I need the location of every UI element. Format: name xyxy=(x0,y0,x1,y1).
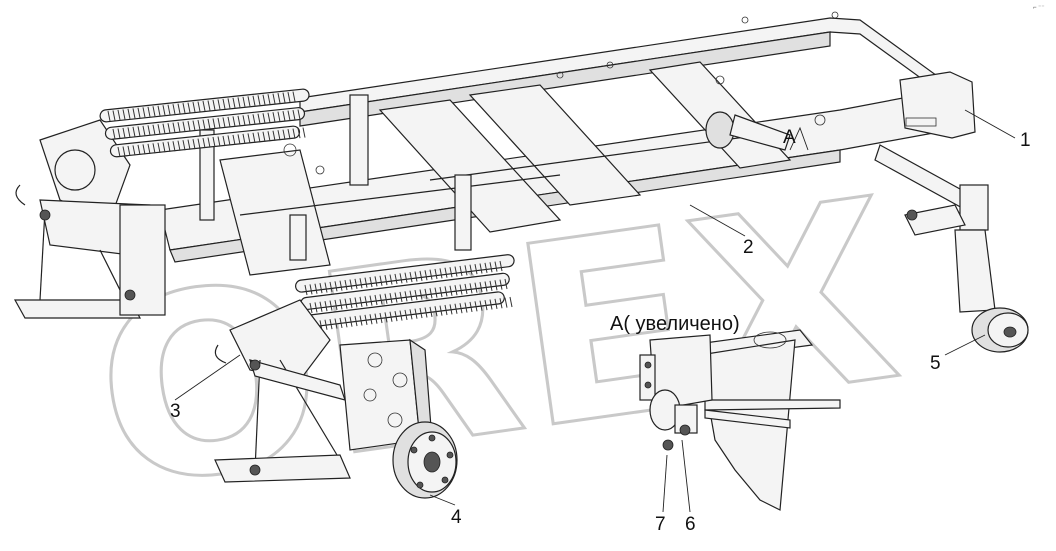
callout-1: 1 xyxy=(1020,130,1031,151)
left-end-support xyxy=(13,119,166,319)
wheel-hub-5 xyxy=(971,307,1029,353)
gearbox-block xyxy=(339,338,433,451)
corner-mark: ⌐ ⁻⁻ xyxy=(1033,5,1045,11)
spring-coils-upper xyxy=(107,91,306,158)
rear-cylinder xyxy=(705,111,791,151)
callout-4: 4 xyxy=(451,507,462,528)
detail-marker-arrow xyxy=(789,126,809,151)
callout-leaders xyxy=(174,109,1016,513)
callout-2: 2 xyxy=(743,237,754,258)
callout-5: 5 xyxy=(930,353,941,374)
upper-springs xyxy=(99,88,310,158)
front-linkage xyxy=(214,299,351,483)
callout-7: 7 xyxy=(655,514,666,535)
right-strut xyxy=(874,144,996,313)
detail-marker-a: А xyxy=(783,127,796,148)
detail-view-caption: А( увеличено) xyxy=(610,313,740,335)
detail-view-a xyxy=(639,329,841,511)
wheel-hub-4 xyxy=(392,421,458,499)
callout-3: 3 xyxy=(170,401,181,422)
callout-6: 6 xyxy=(685,514,696,535)
